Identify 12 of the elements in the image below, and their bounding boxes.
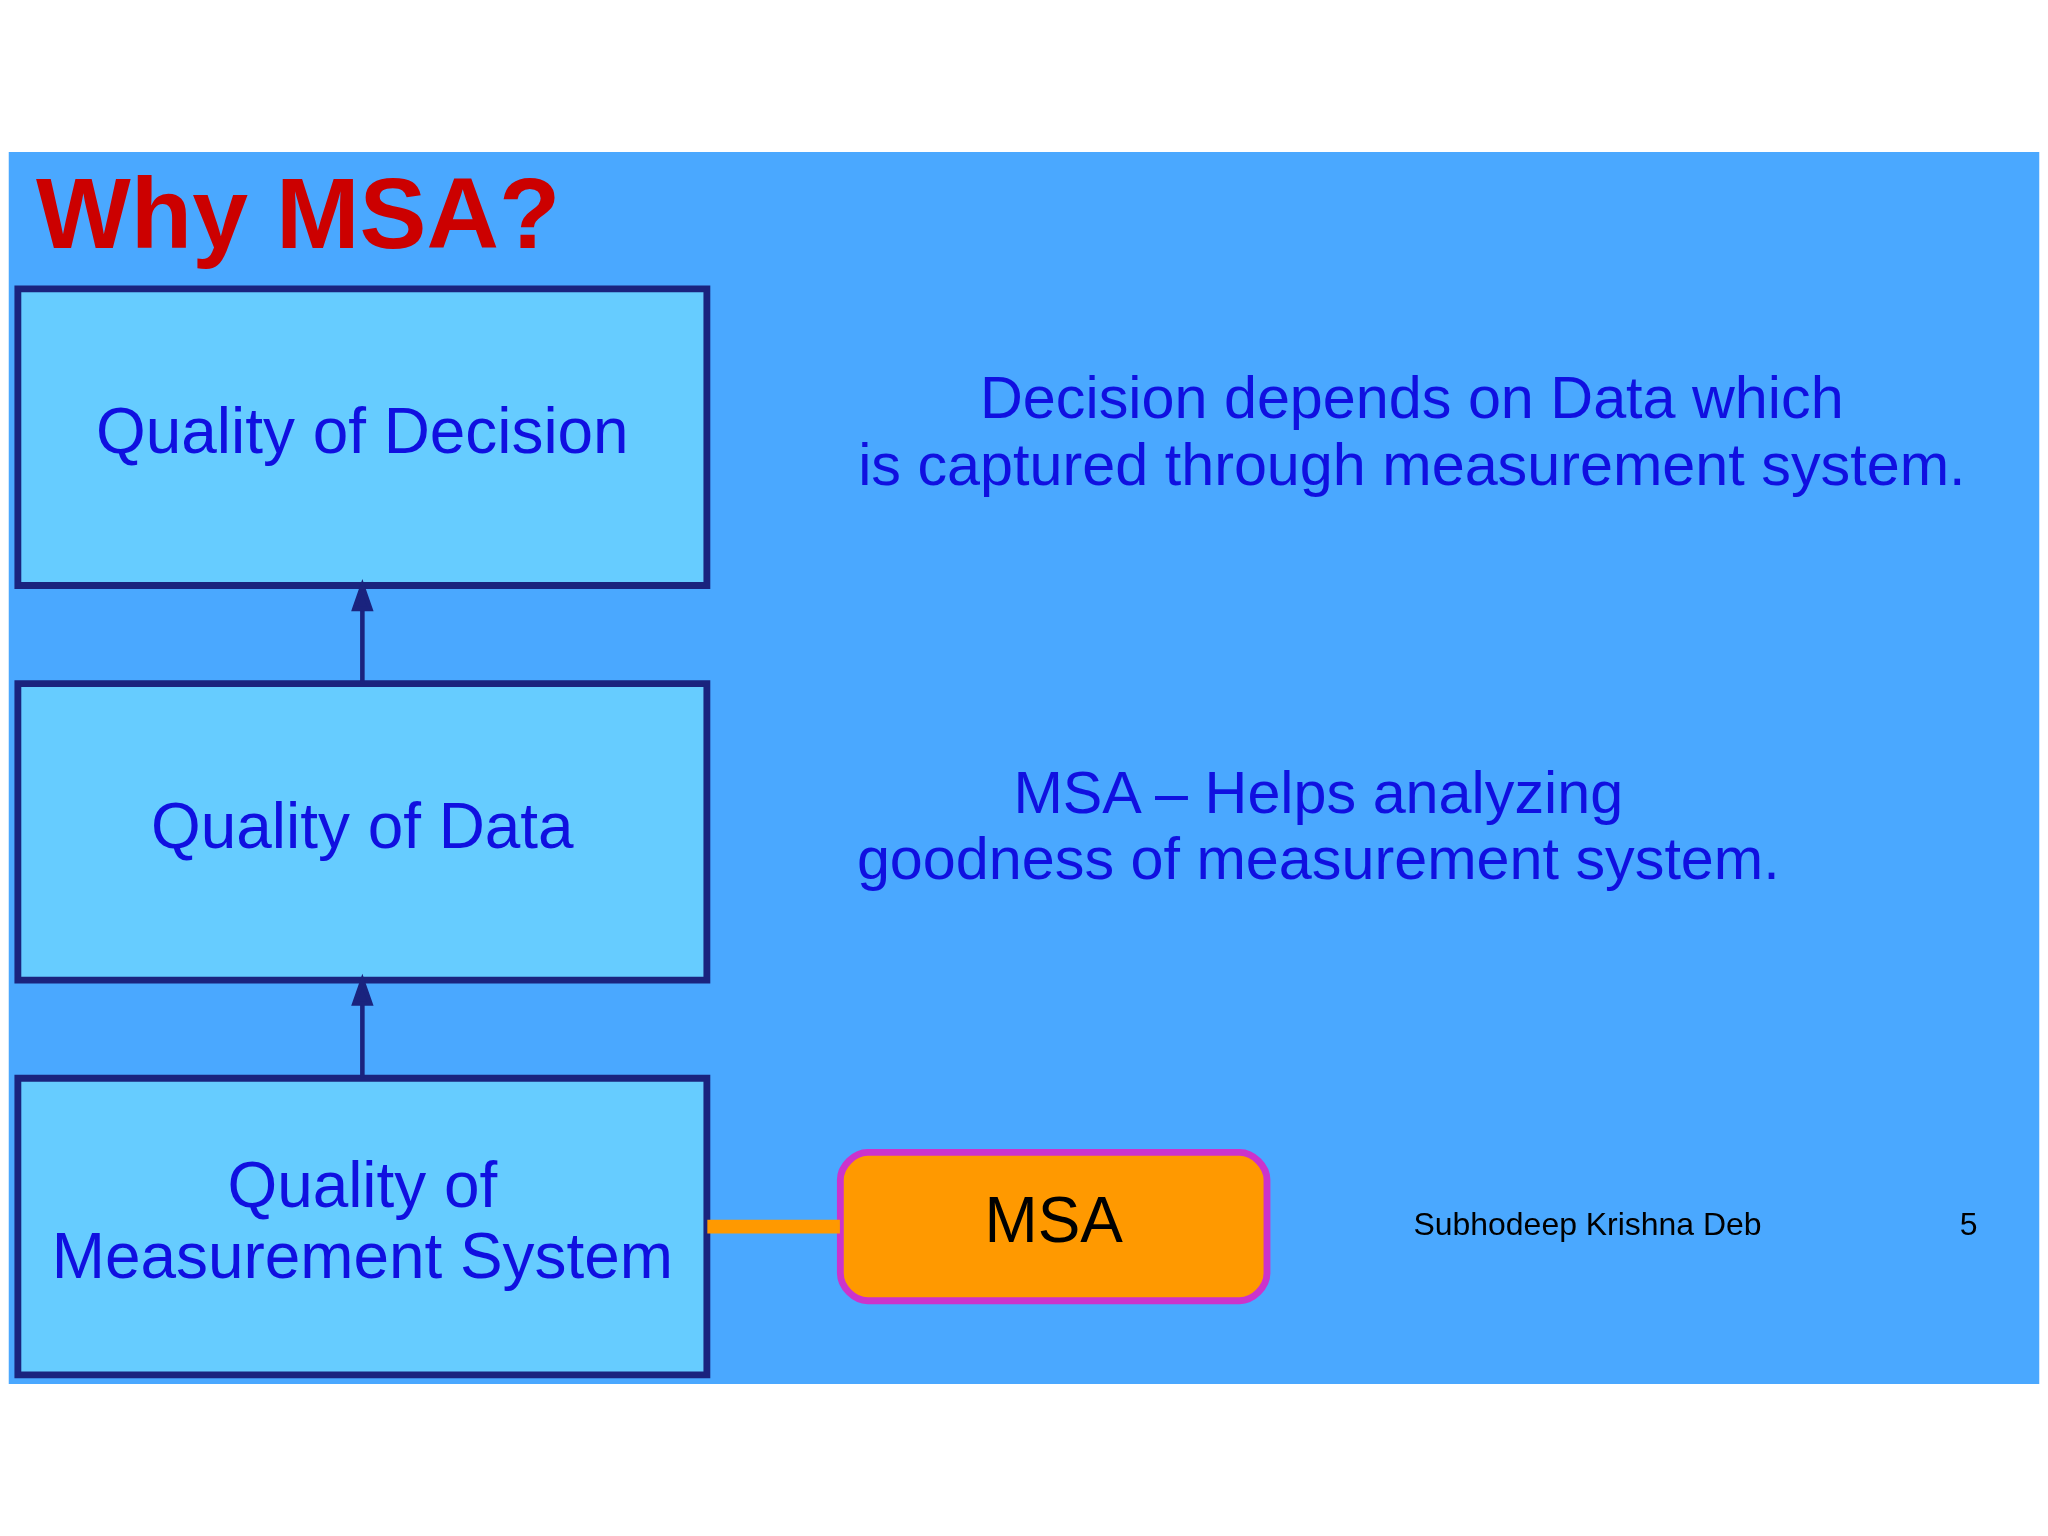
node-box: Quality of Decision xyxy=(14,285,711,589)
label: Subhodeep Krishna Deb xyxy=(1413,1206,1762,1243)
diagram-title: Why MSA? xyxy=(36,157,561,270)
label: 5 xyxy=(1959,1206,1978,1243)
arrow xyxy=(351,973,374,1078)
connector xyxy=(707,1219,840,1234)
node-box: Quality of Data xyxy=(14,680,711,984)
node-box: Quality of Measurement System xyxy=(14,1074,711,1379)
arrow xyxy=(351,579,374,684)
label: Decision depends on Data which is captured through measurement system. xyxy=(858,364,1966,498)
label: MSA – Helps analyzing goodness of measurement system. xyxy=(856,759,1780,893)
node-box: MSA xyxy=(836,1149,1271,1305)
